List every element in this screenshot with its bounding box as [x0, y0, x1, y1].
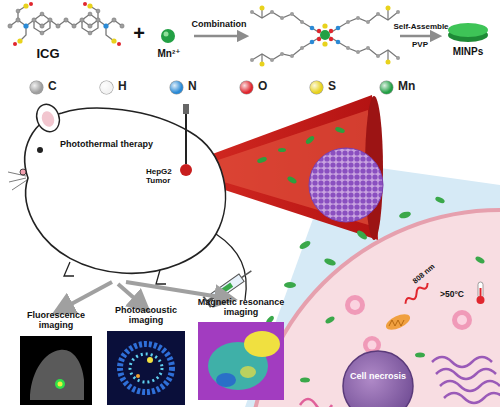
tumor-label: HepG2 Tumor	[146, 168, 184, 186]
nucleus-label: Cell necrosis	[342, 372, 414, 382]
element-swatch	[240, 81, 253, 94]
element-swatch	[30, 81, 43, 94]
nanoparticle-node: MINPs	[440, 20, 496, 70]
nanoparticle-name: MINPs	[440, 46, 496, 57]
step-label: Self-Assemble	[392, 23, 450, 32]
reagent-label: PVP	[403, 41, 437, 50]
element-swatch	[170, 81, 183, 94]
cell-nucleus: Cell necrosis	[342, 350, 414, 407]
therapy-label: Photothermal therapy	[60, 140, 180, 150]
imaging-caption: Photoacoustic imaging	[104, 306, 188, 326]
element-swatch	[310, 81, 323, 94]
element-symbol: Mn	[398, 80, 415, 93]
step-label: Combination	[184, 20, 254, 30]
element-swatch	[380, 81, 393, 94]
temperature-label: >50°C	[440, 290, 480, 299]
imaging-caption: Magnetic resonance imaging	[194, 298, 288, 318]
plus-sign: +	[128, 22, 150, 44]
molecule-name: ICG	[26, 47, 70, 61]
element-swatch	[100, 81, 113, 94]
imaging-panel: Photoacoustic imaging	[104, 306, 188, 405]
imaging-caption: Fluorescence imaging	[16, 311, 96, 331]
imaging-panel: Magnetic resonance imaging	[194, 298, 288, 400]
nucleus-circle	[343, 351, 413, 407]
ion-name: Mn²⁺	[150, 48, 188, 59]
nanoparticle-disk	[440, 20, 496, 44]
element-symbol: H	[118, 80, 127, 93]
element-symbol: O	[258, 80, 267, 93]
element-symbol: N	[188, 80, 197, 93]
element-symbol: S	[328, 80, 336, 93]
imaging-panel: Fluorescence imaging	[16, 311, 96, 405]
element-symbol: C	[48, 80, 57, 93]
disk-top	[448, 23, 488, 37]
